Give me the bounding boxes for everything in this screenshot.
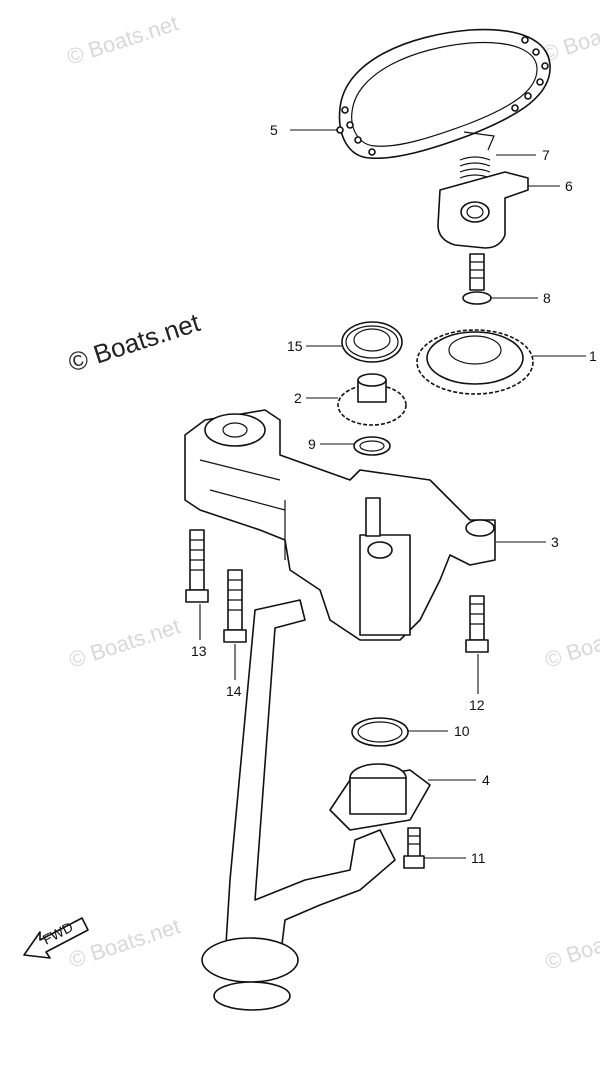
leader-lines bbox=[199, 129, 586, 859]
callout-1: 1 bbox=[589, 348, 597, 364]
part-1-sprocket[interactable] bbox=[416, 329, 534, 395]
callout-9: 9 bbox=[308, 436, 316, 452]
watermark-bottom-right: © Boats.net bbox=[542, 915, 600, 974]
callout-7: 7 bbox=[542, 147, 550, 163]
callout-14: 14 bbox=[226, 683, 242, 699]
part-9-o-ring[interactable] bbox=[353, 436, 391, 456]
part-7-spring[interactable] bbox=[459, 131, 495, 179]
callout-5: 5 bbox=[270, 122, 278, 138]
callout-3: 3 bbox=[551, 534, 559, 550]
part-13-bolt[interactable] bbox=[185, 529, 209, 603]
callout-4: 4 bbox=[482, 772, 490, 788]
oil-pickup-tube[interactable] bbox=[201, 599, 396, 1011]
part-15-oil-seal[interactable] bbox=[341, 321, 403, 363]
callout-15: 15 bbox=[287, 338, 303, 354]
part-14-bolt[interactable] bbox=[223, 569, 247, 643]
watermark-mid-left: © Boats.net bbox=[66, 613, 183, 672]
callout-2: 2 bbox=[294, 390, 302, 406]
callout-13: 13 bbox=[191, 643, 207, 659]
callout-12: 12 bbox=[469, 697, 485, 713]
part-8-bolt[interactable] bbox=[462, 253, 492, 305]
chain-links bbox=[336, 36, 549, 156]
watermark-main: © Boats.net bbox=[65, 307, 205, 378]
callout-10: 10 bbox=[454, 723, 470, 739]
part-3-oil-pump-body[interactable] bbox=[184, 409, 496, 641]
part-6-tensioner-arm[interactable] bbox=[437, 171, 529, 249]
part-12-bolt[interactable] bbox=[465, 595, 489, 653]
part-5-chain[interactable] bbox=[336, 28, 551, 160]
part-11-bolt[interactable] bbox=[403, 827, 425, 869]
part-4-flange[interactable] bbox=[329, 763, 431, 831]
part-2-drive-gear[interactable] bbox=[337, 373, 407, 426]
callout-8: 8 bbox=[543, 290, 551, 306]
part-10-o-ring[interactable] bbox=[351, 717, 409, 747]
watermark-top: © Boats.net bbox=[64, 10, 181, 69]
watermark-mid-right: © Boats.net bbox=[542, 613, 600, 672]
callouts: 5 7 6 8 15 1 2 9 3 13 14 12 10 4 11 bbox=[191, 122, 597, 866]
callout-6: 6 bbox=[565, 178, 573, 194]
callout-11: 11 bbox=[471, 850, 486, 866]
